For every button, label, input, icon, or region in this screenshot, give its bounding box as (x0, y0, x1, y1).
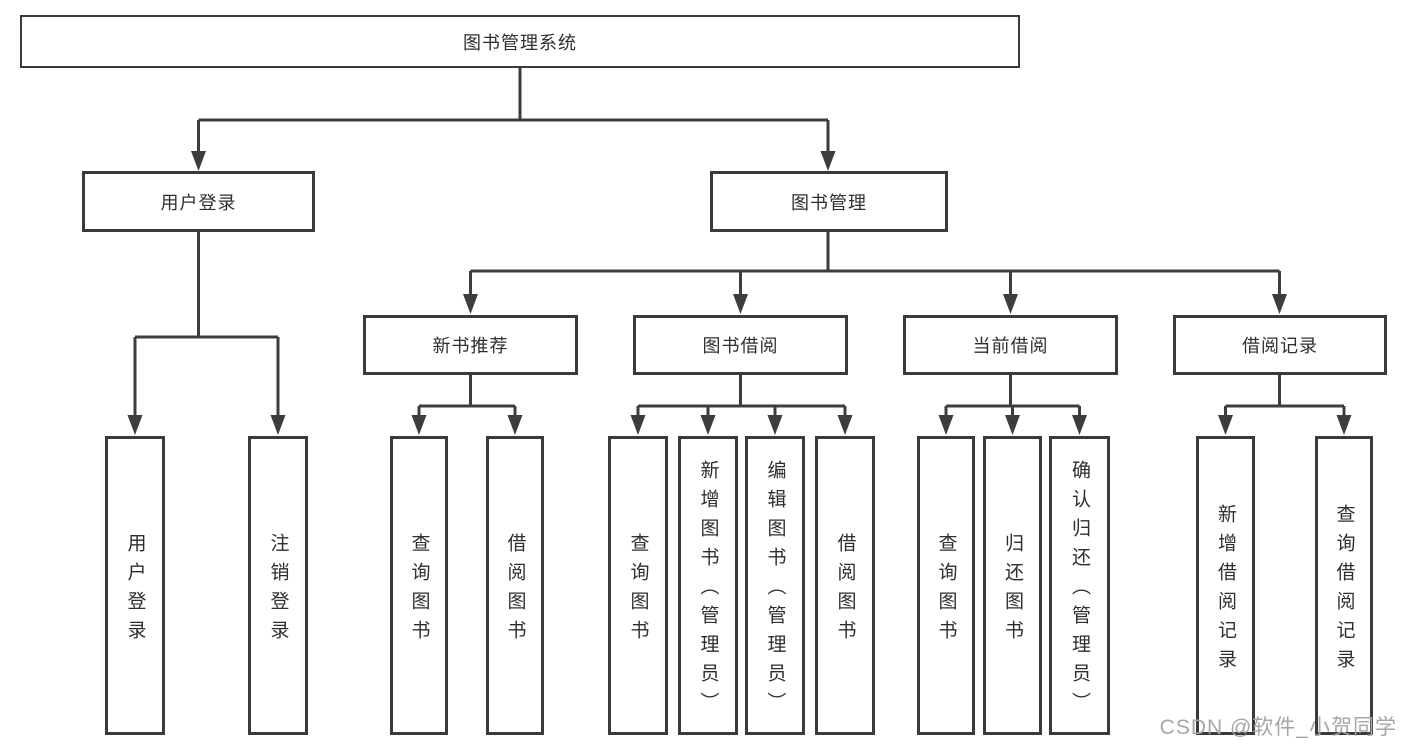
leaf-logout-login: 注销登录 (248, 436, 308, 735)
watermark: CSDN @软件_小贺同学 (1159, 716, 1397, 739)
leaf-query-books-current: 查询图书 (917, 436, 975, 735)
leaf-query-books-recommend: 查询图书 (390, 436, 448, 735)
leaf-add-borrow-record: 新增借阅记录 (1196, 436, 1255, 735)
leaf-borrow-books-recommend: 借阅图书 (486, 436, 544, 735)
leaf-query-borrow-record: 查询借阅记录 (1315, 436, 1373, 735)
node-book-borrowing: 图书借阅 (633, 315, 848, 375)
node-borrowing-records: 借阅记录 (1173, 315, 1387, 375)
leaf-edit-books-admin: 编辑图书（管理员） (745, 436, 805, 735)
leaf-confirm-return-admin: 确认归还（管理员） (1049, 436, 1110, 735)
leaf-add-books-admin: 新增图书（管理员） (678, 436, 738, 735)
node-new-book-recommend: 新书推荐 (363, 315, 578, 375)
leaf-borrow-books: 借阅图书 (815, 436, 875, 735)
node-current-borrowing: 当前借阅 (903, 315, 1118, 375)
leaf-return-books: 归还图书 (983, 436, 1042, 735)
leaf-query-books-borrow: 查询图书 (608, 436, 668, 735)
node-user-login: 用户登录 (82, 171, 315, 232)
leaf-user-login: 用户登录 (105, 436, 165, 735)
node-root-system: 图书管理系统 (20, 15, 1020, 68)
node-book-management: 图书管理 (710, 171, 948, 232)
